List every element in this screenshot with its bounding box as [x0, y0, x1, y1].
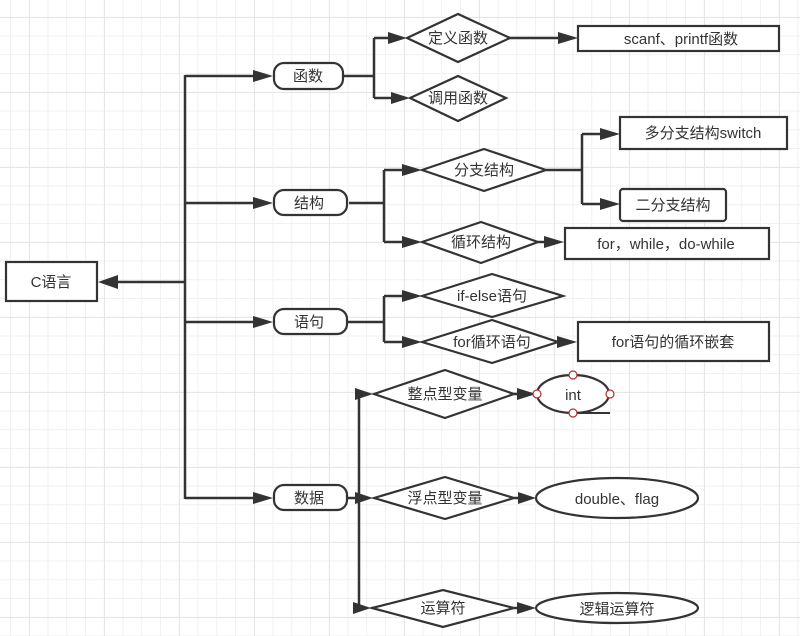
arrowhead-erfenzhi [600, 198, 620, 210]
arrowhead-fudian [355, 492, 373, 504]
node-zhengdian-label: 整点型变量 [407, 386, 482, 403]
arrowhead-ifelse [402, 290, 422, 302]
node-diaoyong[interactable]: 调用函数 [407, 74, 509, 123]
node-root[interactable]: C语言 [4, 260, 99, 303]
arrowhead-jiegou [253, 197, 273, 209]
resize-handle-left[interactable] [532, 389, 542, 399]
node-scanf-label: scanf、printf函数 [624, 31, 738, 48]
node-luoji-label: 逻辑运算符 [579, 600, 654, 618]
node-forxunhuan[interactable]: for循环语句 [418, 318, 562, 365]
node-erfenzhi-label: 二分支结构 [635, 197, 710, 214]
arrowhead-forwhile [544, 236, 564, 248]
node-xunhuan[interactable]: 循环结构 [418, 220, 542, 265]
arrowhead-xunhuan [402, 236, 422, 248]
arrowhead-scanf [558, 32, 578, 44]
node-hanshu[interactable]: 函数 [272, 61, 345, 91]
node-int[interactable]: int [532, 370, 615, 418]
arrowhead-duofenzhi [600, 128, 620, 140]
node-forqiantao[interactable]: for语句的循环嵌套 [576, 320, 771, 363]
node-fenzhi[interactable]: 分支结构 [418, 147, 550, 193]
node-double-label: double、flag [575, 491, 659, 508]
node-yuju[interactable]: 语句 [272, 307, 349, 336]
node-dingyi[interactable]: 定义函数 [404, 12, 513, 64]
node-ifelse[interactable]: if-else语句 [418, 272, 567, 319]
arrowhead-yunsuan [353, 602, 371, 614]
arrowhead-double [518, 492, 536, 504]
node-hanshu-label: 函数 [293, 68, 323, 85]
node-dingyi-label: 定义函数 [428, 30, 488, 47]
node-duofenzhi[interactable]: 多分支结构switch [618, 115, 789, 151]
node-diaoyong-label: 调用函数 [428, 90, 488, 107]
arrowhead-int [517, 388, 536, 400]
node-forwhile[interactable]: for，while，do-while [563, 226, 771, 261]
resize-handle-top[interactable] [568, 370, 578, 380]
node-jiegou[interactable]: 结构 [272, 188, 349, 217]
node-fenzhi-label: 分支结构 [454, 162, 514, 179]
node-root-label: C语言 [31, 274, 72, 291]
arrowhead-zhengdian [355, 388, 373, 400]
node-erfenzhi[interactable]: 二分支结构 [618, 187, 728, 223]
node-yunsuan[interactable]: 运算符 [367, 588, 519, 629]
arrowhead-root [98, 275, 118, 289]
node-ifelse-label: if-else语句 [457, 288, 527, 305]
arrowhead-diaoyong [391, 92, 410, 104]
node-zhengdian[interactable]: 整点型变量 [370, 368, 518, 420]
node-yuju-label: 语句 [294, 314, 324, 331]
node-fudian[interactable]: 浮点型变量 [370, 475, 518, 521]
edge-yuju-split[interactable] [347, 294, 405, 344]
resize-handle-right[interactable] [605, 389, 615, 399]
arrowhead-fenzhi [402, 164, 422, 176]
node-yunsuan-label: 运算符 [420, 599, 465, 617]
node-xunhuan-label: 循环结构 [451, 234, 511, 251]
edge-jiegou-split[interactable] [349, 168, 405, 244]
node-int-label: int [565, 387, 582, 404]
arrowhead-dingyi [388, 32, 407, 44]
arrowhead-shuju [253, 492, 273, 504]
node-shuju[interactable]: 数据 [272, 483, 349, 512]
edge-fenzhi-split[interactable] [546, 132, 602, 206]
node-forqiantao-label: for语句的循环嵌套 [612, 334, 735, 351]
edges [98, 32, 620, 614]
node-double[interactable]: double、flag [534, 476, 700, 520]
arrowhead-forxunhuan [402, 336, 422, 348]
node-fudian-label: 浮点型变量 [407, 490, 482, 507]
node-duofenzhi-label: 多分支结构switch [645, 125, 762, 142]
node-shuju-label: 数据 [294, 490, 324, 507]
node-luoji[interactable]: 逻辑运算符 [534, 591, 700, 625]
arrowhead-forqiantao [557, 336, 577, 348]
resize-handle-bottom[interactable] [568, 408, 578, 418]
edge-hanshu-split[interactable] [343, 36, 393, 100]
node-forxunhuan-label: for循环语句 [453, 334, 531, 351]
node-jiegou-label: 结构 [294, 195, 324, 212]
node-scanf[interactable]: scanf、printf函数 [576, 24, 781, 53]
arrowhead-hanshu [253, 70, 273, 82]
node-forwhile-label: for，while，do-while [597, 236, 735, 253]
arrowhead-luoji [517, 602, 536, 614]
arrowhead-yuju [253, 316, 273, 328]
